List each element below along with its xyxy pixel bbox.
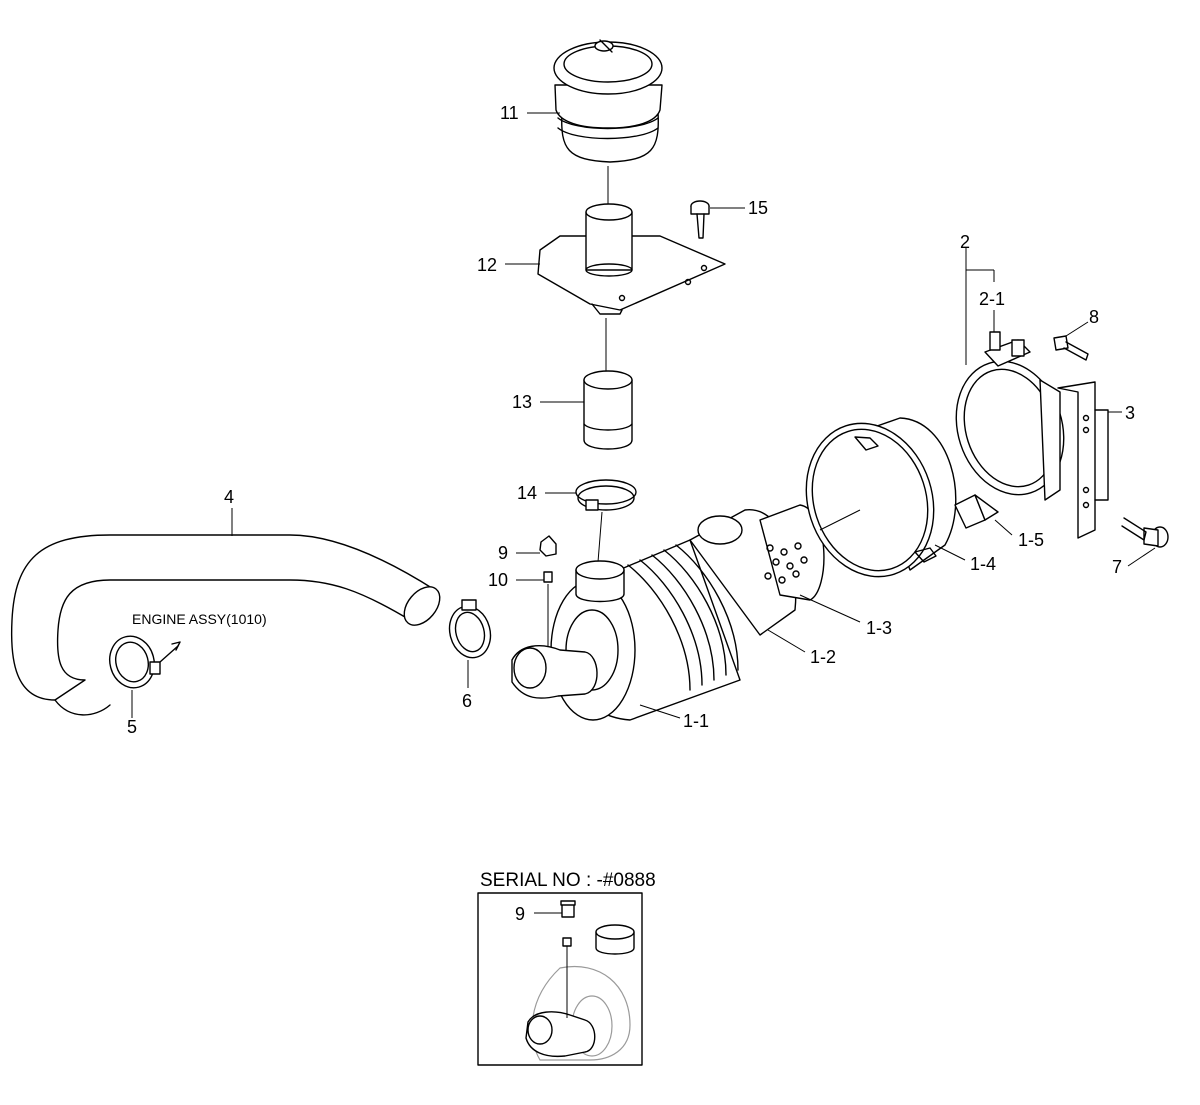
part-2-band [955,248,1065,501]
inset-box [477,892,643,1066]
part-1-3-inner-element [759,504,861,623]
label-part-11: 11 [500,103,519,123]
label-part-14: 14 [517,483,538,503]
part-3-bracket [1057,381,1122,539]
label-part-10: 10 [488,570,509,590]
label-part-13: 13 [512,392,533,412]
part-12-plate [505,203,726,372]
label-part-2: 2 [960,232,971,252]
engine-assy-note: ENGINE ASSY(1010) [132,611,267,627]
part-7-bolt [1121,517,1169,567]
label-part-1-1: 1-1 [683,711,710,731]
label-part-12: 12 [477,255,498,275]
label-part-6: 6 [462,691,473,711]
part-1-1-body [511,539,741,721]
inset-label-part-9: 9 [515,904,526,924]
label-part-1-3: 1-3 [866,618,893,638]
part-14-clamp [545,479,637,563]
part-15-bolt [690,200,745,239]
label-part-5: 5 [127,717,138,737]
inset-serial-title: SERIAL NO : -#0888 [480,870,656,891]
label-part-15: 15 [748,198,769,218]
label-part-3: 3 [1125,403,1136,423]
label-part-9: 9 [498,543,509,563]
part-6-clamp [448,599,492,688]
part-1-4-cover [805,417,966,578]
label-part-4: 4 [224,487,235,507]
label-part-8: 8 [1089,307,1100,327]
label-part-7: 7 [1112,557,1123,577]
part-4-hose [10,508,441,716]
part-5-clamp [109,635,181,718]
label-part-1-5: 1-5 [1018,530,1045,550]
part-13-hose [540,370,633,450]
label-part-2-1: 2-1 [979,289,1006,309]
part-11-precleaner [527,39,663,205]
part-9-10-indicator [516,535,557,650]
label-part-1-2: 1-2 [810,647,837,667]
part-8-bolt [1053,321,1089,361]
part-1-5-valve [954,494,1013,536]
label-part-1-4: 1-4 [970,554,997,574]
